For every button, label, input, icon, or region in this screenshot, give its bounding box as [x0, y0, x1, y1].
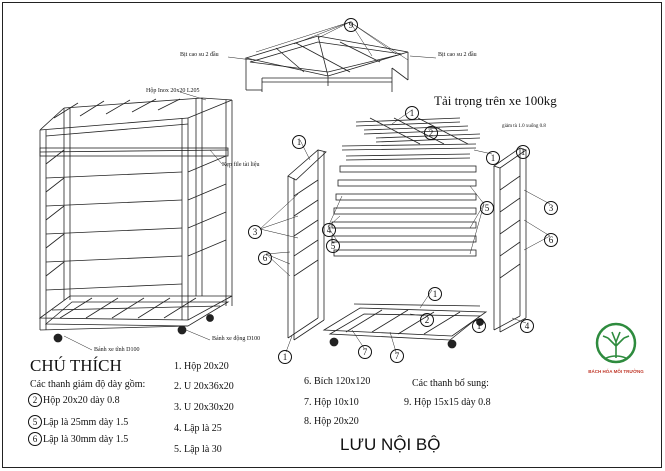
- callout-1-right2: 1: [516, 145, 530, 159]
- callout-6-left: 6: [258, 251, 272, 265]
- annotation-banh-xe-dong: Bánh xe động D100: [212, 336, 261, 342]
- callout-5-right: 5: [480, 201, 494, 215]
- annotation-giam-tu: giảm tù 1.0 xuống 0.8: [502, 124, 546, 129]
- callout-1-right: 1: [486, 151, 500, 165]
- callout-4-right: 4: [520, 319, 534, 333]
- legend-col1-item-1: 1. Hộp 20x20: [174, 361, 229, 372]
- legend-extra-item-1: 9. Hộp 15x15 dày 0.8: [404, 397, 491, 408]
- legend-col2-item-3: 8. Hộp 20x20: [304, 416, 359, 427]
- callout-4-left: 4: [322, 223, 336, 237]
- annotation-kep-file: Kẹp file tài liệu: [222, 162, 260, 168]
- callout-1-bottom: 1: [428, 287, 442, 301]
- callout-7-a: 7: [358, 345, 372, 359]
- callout-3-right: 3: [544, 201, 558, 215]
- legend-col2-item-2: 7. Hộp 10x10: [304, 397, 359, 408]
- exploded-bottom-frame: [322, 303, 488, 341]
- legend-reduced-num-2: 5: [28, 415, 42, 429]
- legend-reduced-text-1: Hộp 20x20 dày 0.8: [43, 395, 120, 406]
- roof-frame: [244, 35, 409, 92]
- callout-2-bottom: 2: [420, 313, 434, 327]
- legend-col2-item-1: 6. Bích 120x120: [304, 376, 371, 387]
- left-side-frame: [287, 149, 327, 341]
- logo-text: BÁCH HÓA MÔI TRƯỜNG: [588, 369, 644, 374]
- internal-stamp: LƯU NỘI BỘ: [340, 435, 441, 454]
- exploded-top-bars: [341, 117, 481, 161]
- legend-reduced-text-2: Lập là 25mm dày 1.5: [43, 417, 129, 428]
- callout-1-top: 1: [405, 106, 419, 120]
- annotation-bit-cao-su-left: Bịt cao su 2 đầu: [180, 52, 219, 58]
- legend-col1-item-3: 3. U 20x30x20: [174, 402, 234, 413]
- legend-col1-item-5: 5. Lập là 30: [174, 444, 222, 455]
- annotation-hop-inox: Hộp Inox 20x20 L205: [146, 88, 200, 94]
- callout-9: 9: [344, 18, 358, 32]
- load-capacity: Tải trọng trên xe 100kg: [434, 93, 557, 108]
- assembled-cart: [38, 97, 233, 331]
- right-side-frame: [493, 147, 527, 333]
- callout-1-left: 1: [292, 135, 306, 149]
- legend-col1-item-2: 2. U 20x36x20: [174, 381, 234, 392]
- callout-7-b: 7: [390, 349, 404, 363]
- legend-extra-title: Các thanh bổ sung:: [412, 378, 489, 389]
- callout-5-left: 5: [326, 239, 340, 253]
- callout-1-bottom-right: 1: [472, 319, 486, 333]
- legend-reduced-text-3: Lập là 30mm dày 1.5: [43, 434, 129, 445]
- exploded-shelves: [331, 165, 477, 257]
- legend-reduced-num-3: 6: [28, 432, 42, 446]
- callout-3-left: 3: [248, 225, 262, 239]
- callout-1-bottom-left: 1: [278, 350, 292, 364]
- legend-subtitle: Các thanh giảm độ dày gồm:: [30, 379, 146, 390]
- callout-6-right: 6: [544, 233, 558, 247]
- legend-col1-item-4: 4. Lập là 25: [174, 423, 222, 434]
- callout-2-top: 2: [424, 126, 438, 140]
- brand-logo: BÁCH HÓA MÔI TRƯỜNG: [588, 322, 644, 374]
- legend-reduced-num-1: 2: [28, 393, 42, 407]
- annotation-banh-xe-tinh: Bánh xe tĩnh D100: [94, 347, 140, 353]
- annotation-bit-cao-su-right: Bịt cao su 2 đầu: [438, 52, 477, 58]
- legend-title: CHÚ THÍCH: [30, 356, 122, 375]
- tree-logo-icon: [595, 322, 637, 364]
